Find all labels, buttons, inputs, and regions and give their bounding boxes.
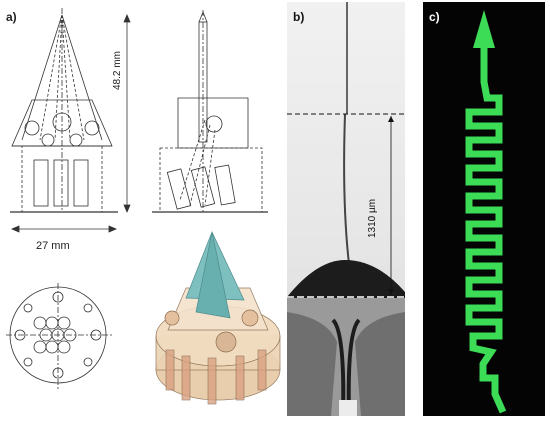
gap-dimension-label: 1310 µm (367, 198, 378, 238)
height-dimension-label: 48.2 mm (112, 51, 123, 90)
front-view-drawing (10, 8, 118, 213)
panel-b-micrograph: b) 1310 µm (287, 2, 405, 416)
serpentine-channel-image (465, 10, 507, 414)
width-dimension-label: 27 mm (36, 240, 70, 252)
width-dimension-arrow (10, 225, 118, 233)
height-dimension-arrow (123, 13, 131, 214)
panel-label-c: c) (429, 10, 440, 24)
panel-label-b: b) (293, 10, 305, 24)
bottom-view-drawing (6, 283, 112, 390)
micrograph-image (287, 2, 405, 416)
panel-c-fluorescence: c) (423, 2, 545, 416)
panel-label-a: a) (6, 10, 17, 24)
side-view-drawing (152, 10, 268, 213)
panel-a-drawings (6, 8, 281, 405)
isometric-rendering (155, 231, 281, 405)
